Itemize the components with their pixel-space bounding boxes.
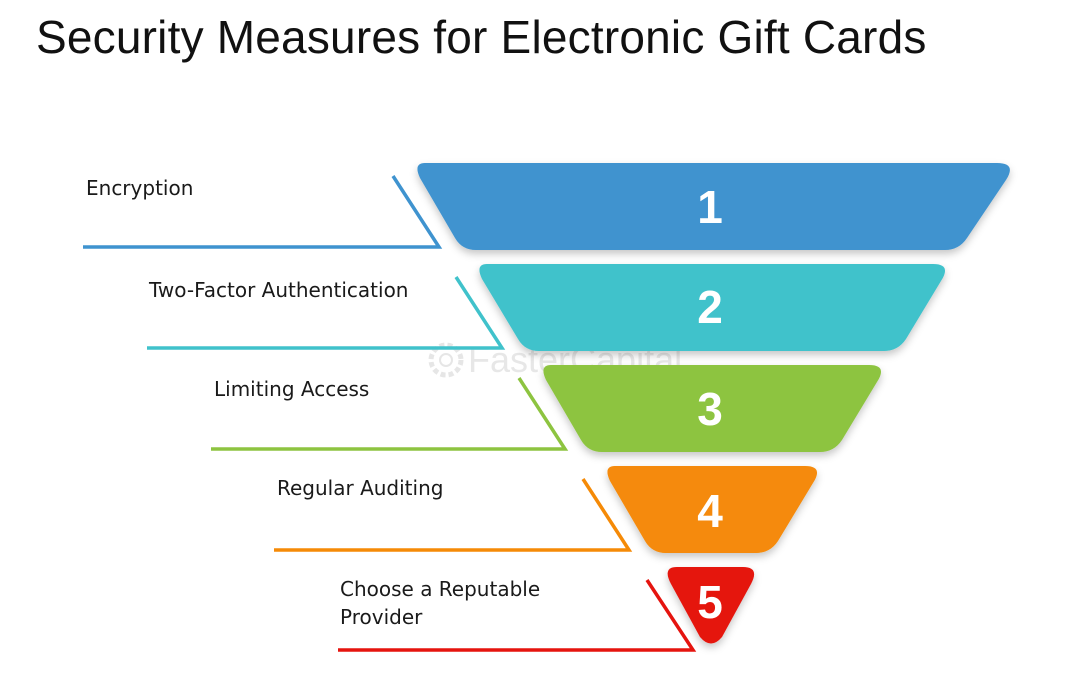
funnel-stage-4: 4 Regular Auditing xyxy=(274,466,818,553)
stage-1-label-line: Encryption xyxy=(86,176,193,200)
stage-1-leader-line xyxy=(83,175,443,249)
funnel-stage-2: 2 Two-Factor Authentication xyxy=(147,264,946,351)
stage-3-label-line: Limiting Access xyxy=(214,377,369,401)
stage-3-number: 3 xyxy=(697,383,723,435)
stage-2-label-line: Two-Factor Authentication xyxy=(148,278,408,302)
stage-4-label-line: Regular Auditing xyxy=(277,476,443,500)
stage-5-label-line: Choose a Reputable xyxy=(340,577,540,601)
stage-5-band xyxy=(667,567,755,644)
stage-5-number: 5 xyxy=(697,576,723,628)
stage-5-leader-line xyxy=(338,579,697,652)
stage-4-band xyxy=(607,466,818,553)
funnel-stage-3: 3 Limiting Access xyxy=(211,365,882,452)
stage-5-label-line: Provider xyxy=(340,605,423,629)
stage-4-label: Regular Auditing xyxy=(277,476,443,500)
stage-3-label: Limiting Access xyxy=(214,377,369,401)
gear-icon xyxy=(428,342,464,378)
stage-4-leader-line xyxy=(274,478,633,552)
stage-1-number: 1 xyxy=(697,181,723,233)
stage-3-band xyxy=(543,365,882,452)
stage-1-band xyxy=(417,163,1010,250)
stage-1-label: Encryption xyxy=(86,176,193,200)
stage-2-band xyxy=(479,264,946,351)
stage-3-leader-line xyxy=(211,377,569,451)
page-title: Security Measures for Electronic Gift Ca… xyxy=(36,11,927,63)
funnel-stage-1: 1 Encryption xyxy=(83,163,1010,250)
stage-2-label: Two-Factor Authentication xyxy=(148,278,408,302)
stage-2-leader-line xyxy=(147,276,506,350)
stage-4-number: 4 xyxy=(697,485,723,537)
stage-2-number: 2 xyxy=(697,281,723,333)
